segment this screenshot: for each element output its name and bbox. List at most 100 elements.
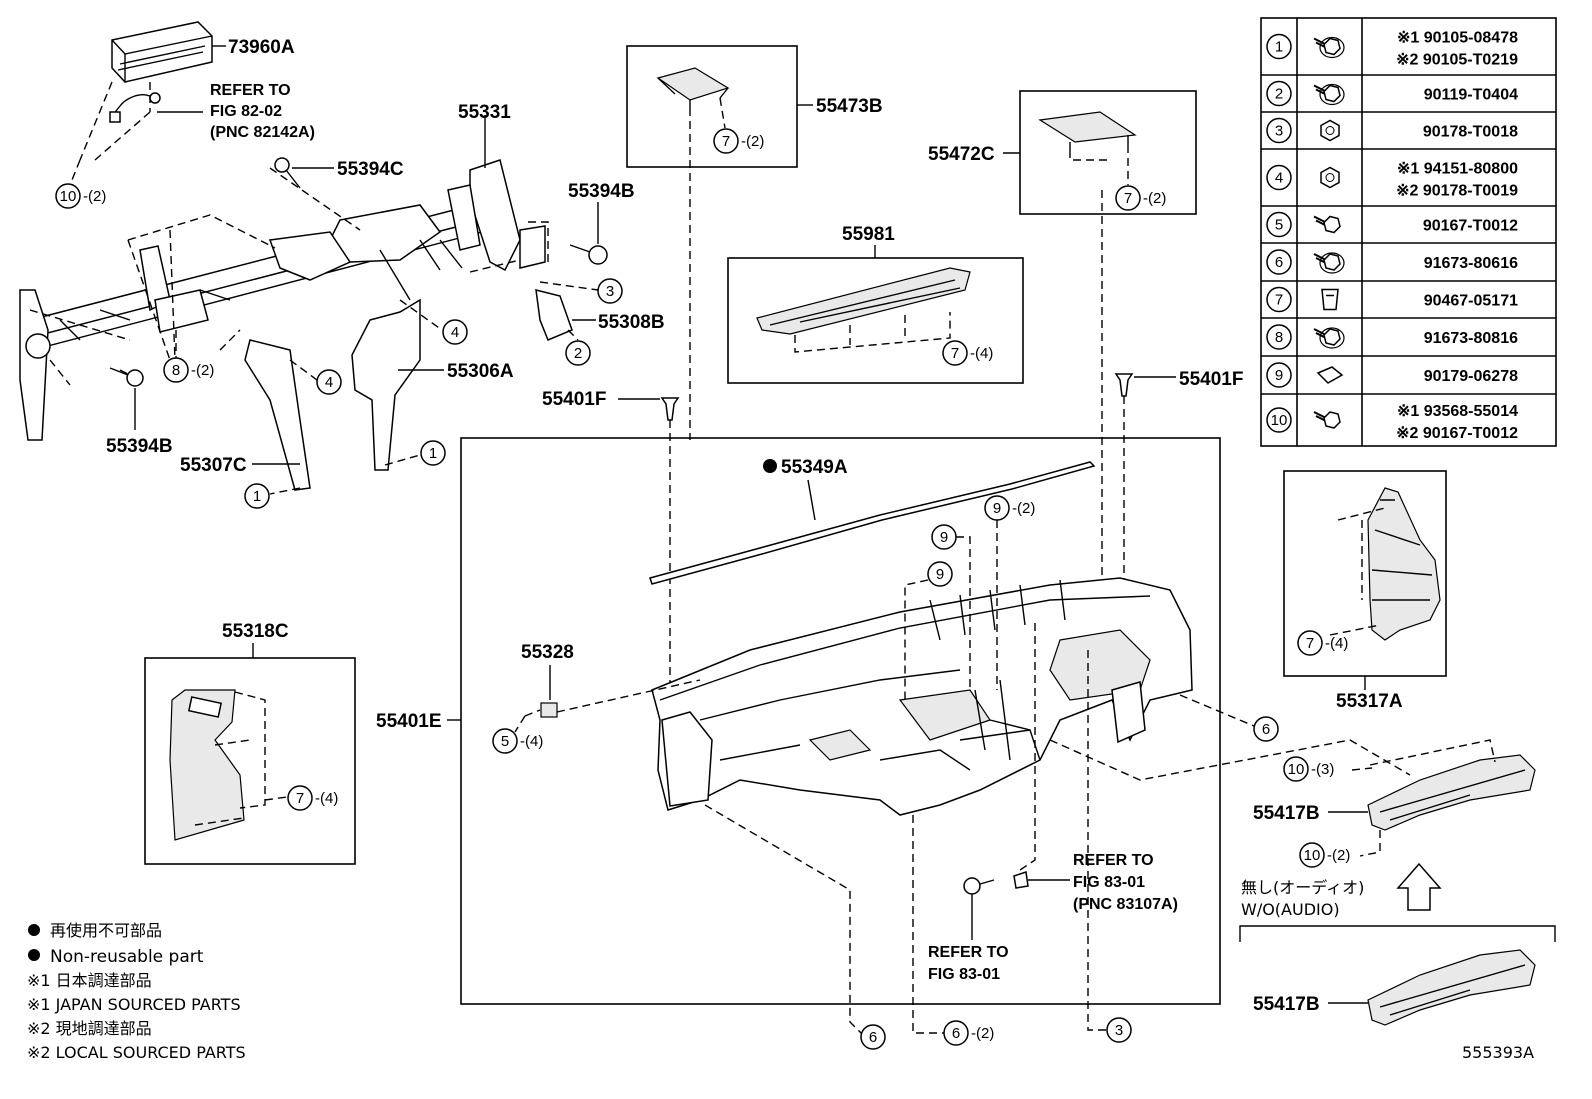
clip-55401F-right xyxy=(1114,373,1134,397)
part-55417B-upper-illustration xyxy=(1367,754,1536,831)
refer-fig83a-line1: REFER TO xyxy=(1073,852,1154,869)
svg-text:1: 1 xyxy=(429,445,437,462)
variant-label-en: W/O(AUDIO) xyxy=(1241,900,1340,919)
box-instrument-panel xyxy=(460,437,1221,1005)
refer-fig83b-line2: FIG 83-01 xyxy=(928,966,1000,983)
label-55331: 55331 xyxy=(458,102,511,123)
fastener-part-code: 91673-80816 xyxy=(1424,330,1518,347)
callout-3-beam: 3 xyxy=(539,278,623,304)
label-55317A: 55317A xyxy=(1336,691,1403,712)
fastener-number: 9 xyxy=(1275,367,1283,384)
fastener-number: 3 xyxy=(1275,123,1283,140)
label-55417B-upper: 55417B xyxy=(1253,803,1320,824)
svg-text:-(2): -(2) xyxy=(1327,847,1350,864)
callout-2-beam: 2 xyxy=(565,329,591,366)
svg-text:-(2): -(2) xyxy=(1143,190,1166,207)
refer-fig82-line3: (PNC 82142A) xyxy=(210,124,315,141)
svg-text:-(2): -(2) xyxy=(741,133,764,150)
label-55417B-lower: 55417B xyxy=(1253,994,1320,1015)
weatherstrip-55349A xyxy=(649,461,1096,585)
fastener-part-code: ※1 94151-80800 xyxy=(1397,161,1518,178)
refer-fig82-line2: FIG 82-02 xyxy=(210,103,282,120)
refer-fig83a-line3: (PNC 83107A) xyxy=(1073,896,1178,913)
svg-text:1: 1 xyxy=(253,488,261,505)
label-55401E: 55401E xyxy=(376,711,442,732)
callout-1-bracket-right: 1 xyxy=(384,440,446,466)
svg-text:6: 6 xyxy=(952,1025,960,1042)
svg-text:8: 8 xyxy=(172,362,180,379)
fastener-row-10: 10 ※1 93568-55014 ※2 90167-T0012 xyxy=(1261,393,1556,442)
label-55401F-left: 55401F xyxy=(542,389,606,410)
svg-text:4: 4 xyxy=(451,324,459,341)
fastener-row-8: 8 91673-80816 xyxy=(1261,317,1556,350)
legend-nonreusable-jp: 再使用不可部品 xyxy=(50,921,162,940)
label-55981: 55981 xyxy=(842,224,895,245)
fastener-number-circle xyxy=(1266,80,1292,107)
bolt-washer-icon xyxy=(1313,327,1345,349)
fastener-part-code: ※1 93568-55014 xyxy=(1397,403,1518,420)
clip-refer-fig83 xyxy=(1013,871,1029,889)
label-55401F-right: 55401F xyxy=(1179,369,1243,390)
svg-text:7: 7 xyxy=(1124,190,1132,207)
fastener-number: 10 xyxy=(1271,412,1288,429)
part-55981-illustration xyxy=(756,267,971,335)
fastener-number: 8 xyxy=(1275,329,1283,346)
callout-3-bottom: 3 xyxy=(1106,1017,1132,1043)
callout-4-lower: 4 xyxy=(289,359,342,395)
fastener-part-code: ※2 90105-T0219 xyxy=(1396,52,1518,69)
nut-icon xyxy=(1320,119,1340,142)
callout-1-bracket-left: 1 xyxy=(244,483,301,509)
callout-7-55318C: 7 -(4) xyxy=(287,785,338,811)
fastener-number-circle xyxy=(1266,33,1292,60)
callout-9-middle: 9 xyxy=(931,524,957,550)
callout-6-bottom: 6 xyxy=(860,1024,886,1050)
callout-9-lower: 9 xyxy=(927,561,953,587)
fastener-number-circle xyxy=(1266,211,1292,238)
fastener-part-code: ※2 90167-T0012 xyxy=(1396,425,1518,442)
fastener-number: 7 xyxy=(1275,292,1283,309)
figure-id: 555393A xyxy=(1462,1043,1534,1062)
instrument-panel-illustration xyxy=(651,577,1193,816)
fastener-part-code: 90178-T0018 xyxy=(1423,124,1518,141)
fastener-number: 6 xyxy=(1275,254,1283,271)
svg-text:10: 10 xyxy=(60,188,77,205)
variant-label-jp: 無し(オーディオ) xyxy=(1241,878,1364,897)
fastener-number-circle xyxy=(1266,407,1292,433)
fastener-row-3: 3 90178-T0018 xyxy=(1261,111,1556,144)
label-55472C: 55472C xyxy=(928,144,995,165)
legend-japan-jp: ※1 日本調達部品 xyxy=(27,971,152,990)
svg-text:-(3): -(3) xyxy=(1311,761,1334,778)
svg-text:6: 6 xyxy=(869,1029,877,1046)
legend-dot-jp xyxy=(28,924,40,936)
fastener-row-9: 9 90179-06278 xyxy=(1261,355,1556,388)
svg-text:5: 5 xyxy=(501,733,509,750)
clip-icon xyxy=(1321,288,1339,311)
screw-icon xyxy=(1313,215,1341,234)
callout-5: 5 -(4) xyxy=(492,728,543,754)
svg-text:7: 7 xyxy=(1306,635,1314,652)
label-55394B-top: 55394B xyxy=(568,181,635,202)
callout-7-55981: 7 -(4) xyxy=(942,340,993,366)
up-arrow-icon xyxy=(1396,862,1442,911)
svg-text:4: 4 xyxy=(325,374,333,391)
fastener-part-code: 90179-06278 xyxy=(1424,368,1518,385)
fastener-part-code: ※1 90105-08478 xyxy=(1397,30,1518,47)
callout-9-with-qty: 9 -(2) xyxy=(984,495,1035,521)
svg-text:9: 9 xyxy=(993,500,1001,517)
box-55472C xyxy=(1019,90,1197,215)
part-55473B-illustration xyxy=(656,67,730,108)
refer-fig82-line1: REFER TO xyxy=(210,82,291,99)
label-55394B-left: 55394B xyxy=(106,436,173,457)
fastener-part-code: ※2 90178-T0019 xyxy=(1396,183,1518,200)
legend-japan-en: ※1 JAPAN SOURCED PARTS xyxy=(27,995,241,1014)
fastener-number-circle xyxy=(1266,324,1292,350)
nonreusable-marker xyxy=(763,459,777,473)
fastener-number: 5 xyxy=(1275,217,1283,234)
box-55981 xyxy=(727,257,1024,384)
instrument-panel-reinforcement-illustration xyxy=(19,159,573,491)
fastener-number: 1 xyxy=(1275,39,1283,56)
